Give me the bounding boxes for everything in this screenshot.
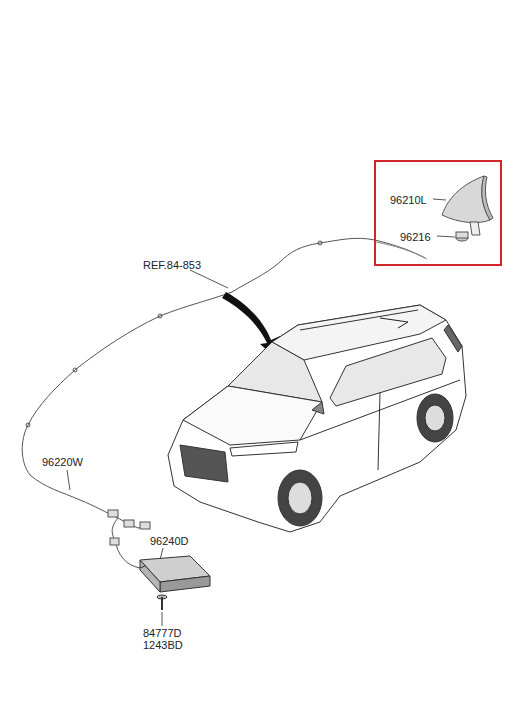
car-body	[168, 305, 466, 532]
cable-clip	[26, 423, 30, 427]
amplifier-cable	[140, 566, 145, 568]
callout-number: 96216	[400, 231, 431, 244]
rear-wheel	[417, 394, 453, 442]
grille	[180, 445, 228, 482]
cable-clip	[318, 241, 322, 245]
antenna-amplifier	[140, 560, 160, 592]
callout-number: 96210L	[390, 194, 427, 207]
highlight-box: 96210L 96216	[374, 160, 502, 266]
rear-light	[444, 325, 462, 352]
front-wheel	[278, 470, 322, 526]
shark-fin-antenna	[482, 176, 493, 220]
roof-cable	[380, 318, 408, 328]
cable-clip	[158, 314, 162, 318]
antenna-amplifier	[160, 576, 210, 592]
antenna-cable	[376, 242, 427, 259]
headlight	[230, 442, 298, 456]
door-line	[378, 392, 380, 470]
antenna-base	[470, 222, 480, 235]
leader-line	[67, 470, 70, 490]
roof-rail	[300, 310, 418, 330]
connector	[124, 520, 134, 527]
leader-line	[437, 236, 455, 237]
leader-line	[190, 270, 228, 288]
connector	[108, 510, 118, 517]
callout-number: REF.84-853	[143, 259, 201, 272]
front-wheel	[288, 482, 312, 514]
leader-line	[162, 612, 163, 626]
cable-clip	[73, 368, 77, 372]
connector	[110, 538, 119, 545]
screw	[161, 597, 163, 610]
connector	[140, 522, 150, 529]
callout-number: 1243BD	[143, 639, 183, 652]
body-line	[300, 380, 460, 440]
callout-number: 84777D	[143, 627, 182, 640]
car	[168, 305, 466, 532]
antenna-nut	[456, 232, 468, 238]
callout-number: 96220W	[42, 456, 83, 469]
rear-wheel	[425, 405, 445, 431]
hood	[183, 386, 322, 445]
mirror	[312, 402, 324, 414]
leader-line	[433, 199, 446, 200]
callout-number: 96240D	[150, 535, 189, 548]
